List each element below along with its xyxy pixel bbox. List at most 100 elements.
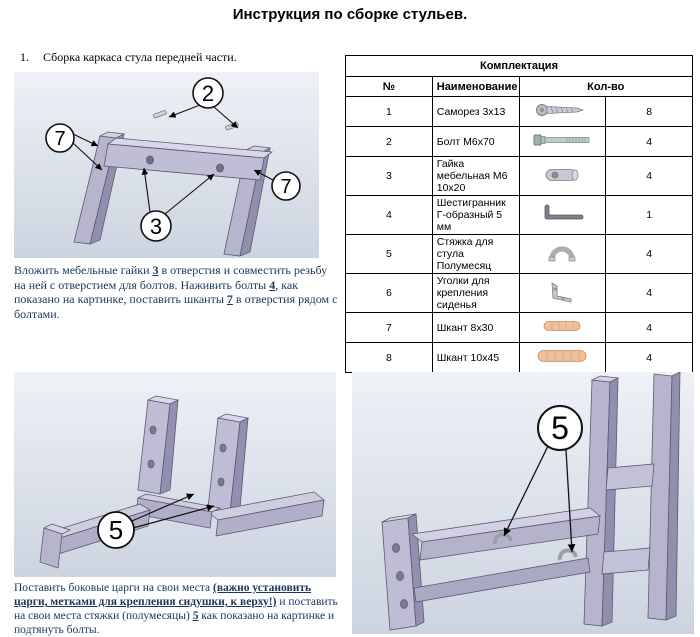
left-side-rail-board	[381, 513, 425, 631]
leader-lines	[72, 104, 274, 215]
callout-5-label: 5	[551, 410, 569, 446]
screw-icon	[518, 96, 607, 127]
row-name: Стяжка для стула Полумесяц	[431, 234, 520, 274]
step2-text: и поставить на свои места стяжки (полуме…	[14, 596, 338, 623]
base-rail-right	[207, 491, 325, 537]
callout-5: 5	[97, 511, 135, 549]
lower-side-stretcher	[413, 557, 591, 603]
callout-7-right-label: 7	[280, 176, 291, 198]
row-num: 5	[345, 234, 433, 274]
step1-ref-7: 7	[226, 292, 233, 307]
row-name: Шкант 10х45	[431, 342, 520, 373]
front-apron-rail	[103, 137, 274, 181]
page-title: Инструкция по сборке стульев.	[232, 6, 468, 23]
side-rail-board-2	[207, 413, 250, 513]
row-name: Уголки для крепления сиденья	[431, 273, 520, 313]
table-row: 8 Шкант 10х45 4	[345, 342, 693, 373]
back-cross-rail-upper	[605, 463, 655, 491]
row-name: Гайка мебельная М6 10х20	[431, 156, 520, 196]
row-num: 1	[345, 96, 433, 127]
callout-7-left: 7	[45, 123, 75, 153]
parts-table-title: Комплектация	[345, 55, 693, 77]
row-num: 6	[345, 273, 433, 313]
step2-text: Поставить боковые царги на свои места	[14, 582, 213, 594]
row-num: 3	[345, 156, 433, 196]
step2-important-note: (важно установить царги, метками для кре…	[14, 582, 312, 609]
callout-7-left-label: 7	[54, 128, 65, 150]
row-num: 2	[345, 126, 433, 157]
barrel-nut-icon	[518, 156, 607, 196]
step1-number: 1.	[20, 50, 29, 64]
row-qty: 4	[605, 273, 693, 313]
step1-heading-text: Сборка каркаса стула передней части.	[43, 50, 237, 64]
row-qty: 4	[605, 126, 693, 157]
table-row: 6 Уголки для крепления сиденья 4	[345, 273, 693, 313]
dowel-icon	[518, 342, 607, 373]
table-row: 1 Саморез 3х13 8	[345, 96, 693, 127]
corner-bracket-icon	[518, 273, 607, 313]
step2-text: как показано на картинке и подтянуть бол…	[14, 610, 335, 637]
row-qty: 8	[605, 96, 693, 127]
bolt-hole	[146, 155, 154, 165]
callout-3: 3	[140, 210, 172, 242]
step3-block: 5	[352, 372, 694, 634]
step1-text: в отверстия и совместить резьбу на ней с…	[14, 263, 328, 292]
callout-2: 2	[192, 77, 224, 109]
leader-lines	[503, 445, 576, 553]
step1-heading: 1. Сборка каркаса стула передней части.	[14, 50, 338, 65]
row-qty: 4	[605, 156, 693, 196]
step1-text: , как показано на картинке, поставить шк…	[14, 277, 299, 307]
row-name: Шкант 8х30	[431, 312, 520, 343]
dowel-pin	[153, 110, 167, 119]
front-frame-assembly-diagram: 2 7 3 7	[14, 72, 319, 258]
callout-5-label: 5	[109, 515, 123, 545]
row-name: Шестигранник Г-образный 5 мм	[431, 195, 520, 235]
row-qty: 4	[605, 342, 693, 373]
leader-lines	[131, 493, 215, 529]
parts-table: Комплектация № Наименование Кол-во 1 Сам…	[345, 55, 693, 373]
row-name: Саморез 3х13	[431, 96, 520, 127]
step2-block: 5 Поставить боковые царги на свои места …	[14, 372, 346, 637]
callout-5: 5	[537, 405, 583, 451]
dowel-icon	[518, 312, 607, 343]
col-header-qty: Кол-во	[518, 76, 693, 97]
row-name: Болт М6х70	[431, 126, 520, 157]
row-num: 7	[345, 312, 433, 343]
table-row: 3 Гайка мебельная М6 10х20 4	[345, 156, 693, 196]
row-qty: 4	[605, 312, 693, 343]
step1-text: Вложить мебельные гайки	[14, 263, 153, 277]
front-leg-stub	[39, 523, 72, 569]
table-row: 2 Болт М6х70 4	[345, 126, 693, 157]
step1-text: в отверстия рядом с болтами.	[14, 292, 338, 321]
table-row: 4 Шестигранник Г-образный 5 мм 1	[345, 195, 693, 235]
col-header-num: №	[345, 76, 433, 97]
half-moon-bracket-icon	[518, 234, 607, 274]
row-num: 4	[345, 195, 433, 235]
hex-key-icon	[518, 195, 607, 235]
side-rail-board-1	[137, 395, 180, 495]
bolt-icon	[518, 126, 607, 157]
row-qty: 4	[605, 234, 693, 274]
bolt-hole	[216, 163, 224, 173]
callout-3-label: 3	[150, 214, 162, 239]
table-row: 7 Шкант 8х30 4	[345, 312, 693, 343]
back-cross-rail-lower	[601, 547, 651, 575]
step2-instruction: Поставить боковые царги на свои места (в…	[14, 581, 346, 637]
half-moon-bracket	[492, 532, 513, 545]
side-rails-assembly-diagram: 5	[14, 372, 336, 577]
row-qty: 1	[605, 195, 693, 235]
callout-7-right: 7	[271, 171, 301, 201]
step1-ref-4: 4	[269, 277, 276, 292]
step1-ref-3: 3	[152, 263, 159, 277]
row-num: 8	[345, 342, 433, 373]
step1-instruction: Вложить мебельные гайки 3 в отверстия и …	[14, 263, 338, 322]
parts-table-block: Комплектация № Наименование Кол-во 1 Сам…	[345, 55, 693, 373]
step2-ref-5: 5	[192, 610, 199, 623]
step1-block: 1. Сборка каркаса стула передней части.	[14, 50, 338, 322]
back-frame-assembly-diagram: 5	[352, 372, 694, 634]
half-moon-bracket	[557, 548, 578, 561]
back-leg-2	[647, 372, 681, 621]
callout-2-label: 2	[202, 81, 214, 106]
col-header-name: Наименование	[431, 76, 520, 97]
